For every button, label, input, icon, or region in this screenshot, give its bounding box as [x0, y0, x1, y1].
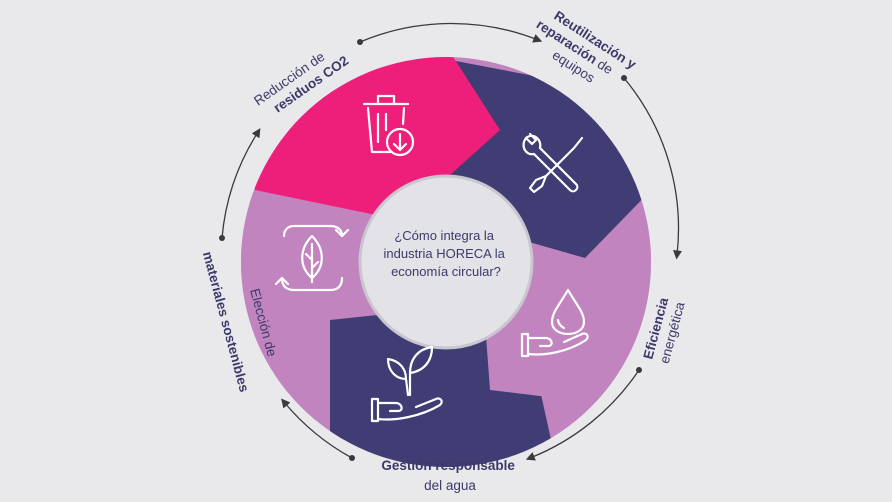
leaf-cycle-icon	[274, 224, 350, 292]
arrow-4	[281, 398, 353, 459]
arrow-2	[623, 77, 683, 260]
label-eficiencia: Eficiencia energética	[640, 292, 688, 365]
center-circle	[358, 174, 534, 350]
arrow-5	[221, 128, 261, 239]
plant-hand-icon	[370, 345, 443, 423]
wrench-screwdriver-icon	[522, 132, 584, 194]
connector-arrows	[219, 22, 683, 461]
center-question: ¿Cómo integra la industria HORECA la eco…	[383, 228, 508, 279]
label-gestion: Gestión responsable del agua	[381, 458, 518, 493]
arrow-3	[525, 369, 640, 461]
arrow-1	[359, 22, 543, 43]
water-drop-hand-icon	[520, 288, 589, 358]
trash-recycle-icon	[362, 94, 415, 157]
